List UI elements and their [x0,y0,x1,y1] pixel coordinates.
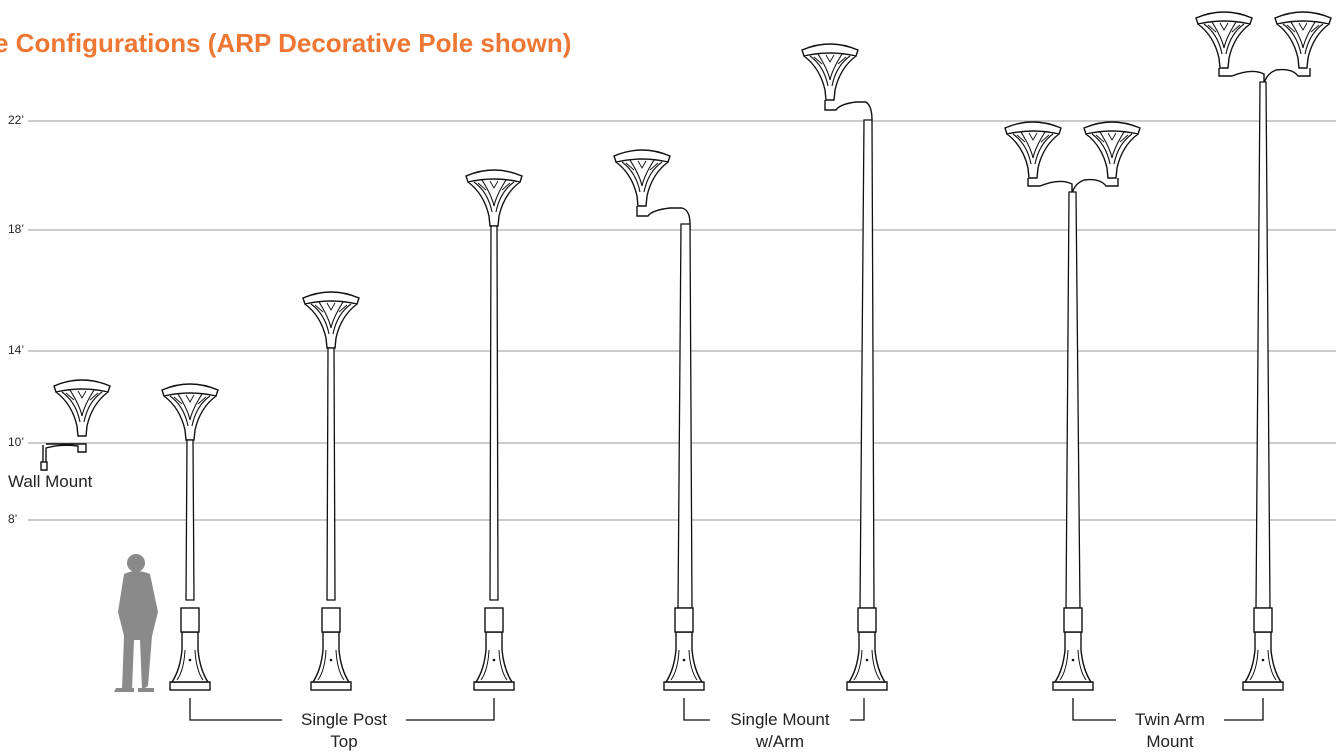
group-label-single-post-top: Single Post Top [282,709,406,753]
luminaire-icon [161,383,219,441]
single-mount-arm-20ft [613,149,705,691]
luminaire-icon [302,291,360,349]
single-post-top-20ft [465,169,523,691]
height-label-8: 8’ [8,512,18,526]
group-label-twin-arm-mount: Twin Arm Mount [1116,709,1224,753]
luminaire-icon [801,43,859,101]
page-title: e Configurations (ARP Decorative Pole sh… [0,28,572,58]
wall-mount-label: Wall Mount [8,472,93,491]
group-label-line1: Single Post [301,710,387,729]
pole-base-icon [310,607,352,691]
single-post-top-16ft [302,291,360,691]
luminaire-icon [465,169,523,227]
height-label-18: 18’ [8,222,25,236]
pole-base-icon [169,607,211,691]
pole-base-icon [846,607,888,691]
single-mount-arm-24ft [801,43,888,691]
luminaire-icon [1083,121,1141,179]
pole-base-icon [1242,607,1284,691]
twin-arm-mount-20ft [1004,121,1141,691]
luminaire-icon [613,149,671,207]
luminaire-icon [1195,11,1253,69]
pole-base-icon [473,607,515,691]
group-label-line2: Top [330,732,358,751]
twin-arm-mount-24ft [1195,11,1332,691]
group-label-line2: w/Arm [755,732,805,751]
group-label-line2: Mount [1146,732,1194,751]
person-silhouette-icon [114,554,158,692]
height-label-14: 14’ [8,343,25,357]
single-post-top-12ft [161,383,219,691]
wall-mount-luminaire-icon [53,379,111,437]
pole-base-icon [1052,607,1094,691]
height-label-22: 22’ [8,113,25,127]
pole-base-icon [663,607,705,691]
group-label-line1: Twin Arm [1135,710,1205,729]
wall-mount-fixture [40,379,111,471]
group-label-line1: Single Mount [730,710,830,729]
luminaire-icon [1274,11,1332,69]
height-label-10: 10’ [8,435,25,449]
group-label-single-mount-arm: Single Mount w/Arm [710,709,850,753]
luminaire-icon [1004,121,1062,179]
